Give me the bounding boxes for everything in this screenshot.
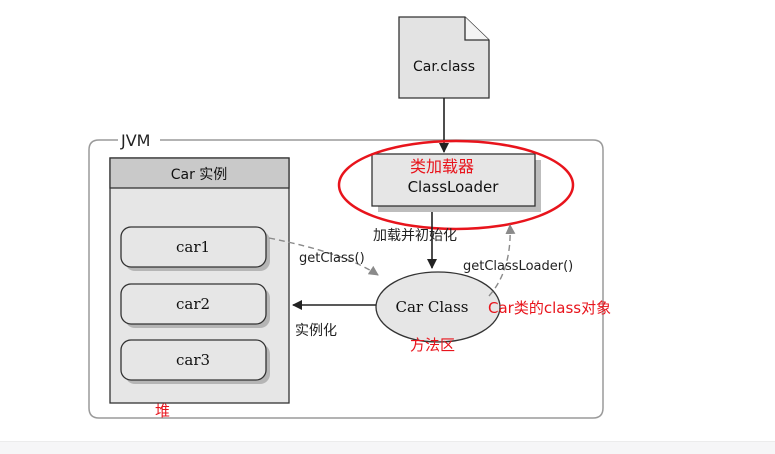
classloader-highlight-ellipse xyxy=(337,139,575,231)
method-area-label: 方法区 xyxy=(410,336,455,354)
classloader-annotation: 类加载器 xyxy=(410,157,474,176)
instance-car2-label: car2 xyxy=(176,295,210,313)
car-class-ellipse: Car Class xyxy=(375,271,501,343)
instance-car1-label: car1 xyxy=(176,238,210,256)
get-classloader-label: getClassLoader() xyxy=(463,259,573,274)
instance-car3-label: car3 xyxy=(176,351,210,369)
get-class-label: getClass() xyxy=(299,251,365,266)
jvm-frame xyxy=(88,139,604,419)
classloader-label: ClassLoader xyxy=(408,178,500,196)
jvm-label: JVM xyxy=(120,131,150,150)
instance-car2: car2 xyxy=(120,283,270,328)
bottom-strip xyxy=(0,441,775,454)
arrow-get-class xyxy=(268,237,379,276)
load-init-label: 加载并初始化 xyxy=(373,227,457,244)
instance-car1: car1 xyxy=(120,226,270,271)
instantiate-label: 实例化 xyxy=(295,323,337,339)
car-class-label: Car Class xyxy=(396,298,469,316)
car-class-file-label: Car.class xyxy=(413,59,475,75)
instance-car3: car3 xyxy=(120,339,270,384)
arrow-get-classloader xyxy=(488,224,516,297)
heap-label: 堆 xyxy=(155,402,170,420)
class-object-annotation: Car类的class对象 xyxy=(488,299,611,317)
car-class-file: Car.class xyxy=(398,16,490,99)
jvm-class-loading-diagram: JVM Car.class ClassLoader 类加载器 Car 实例 ca… xyxy=(88,16,611,420)
classloader-box: ClassLoader xyxy=(371,153,541,212)
heap-title: Car 实例 xyxy=(171,167,228,183)
